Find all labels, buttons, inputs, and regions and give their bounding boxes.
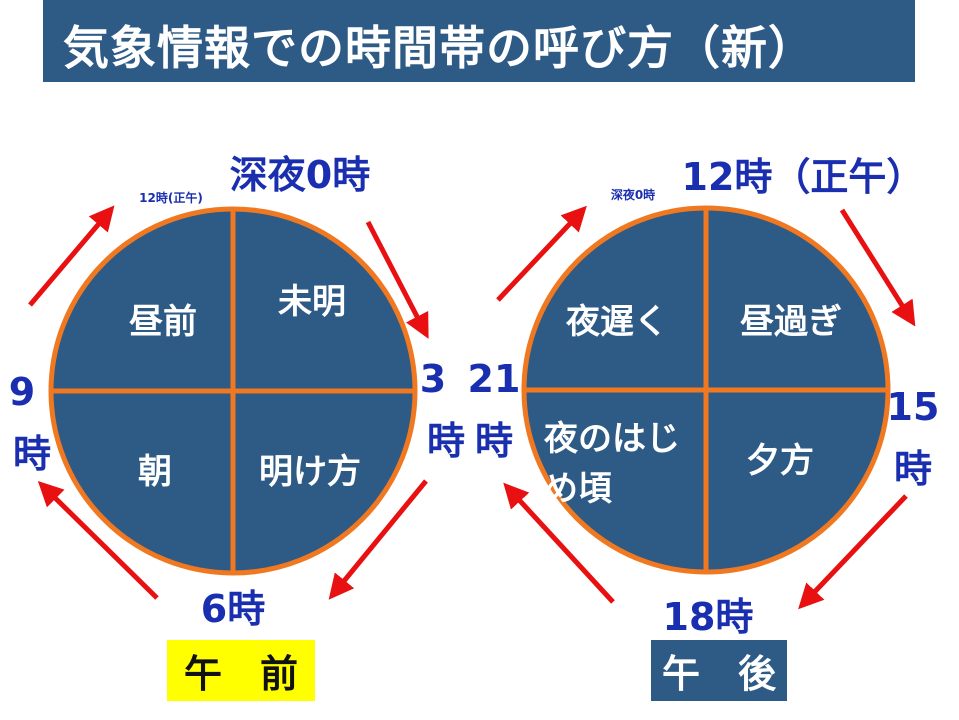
pm-label-15-unit: 時 bbox=[894, 447, 932, 491]
pm-label-18: 18時 bbox=[663, 595, 754, 639]
pm-clock: 昼過ぎ 夜遅く 夜のはじ め頃 夕方 12時（正午） 深夜0時 15 時 18時… bbox=[468, 155, 940, 639]
am-segment-mimei: 未明 bbox=[278, 282, 346, 322]
am-clock: 未明 昼前 朝 明け方 深夜0時 12時(正午) 3 時 6時 9 時 bbox=[9, 153, 465, 631]
pm-arrow-12-to-15 bbox=[839, 208, 916, 327]
pm-badge: 午 後 bbox=[651, 640, 787, 701]
page-title: 気象情報での時間帯の呼び方（新） bbox=[63, 21, 815, 75]
pm-segment-yugata: 夕方 bbox=[746, 441, 814, 481]
am-label-12-small: 12時(正午) bbox=[139, 190, 203, 205]
pm-segment-hirusugi: 昼過ぎ bbox=[740, 302, 842, 342]
am-arrow-0-to-3 bbox=[365, 220, 429, 339]
pm-label-12: 12時（正午） bbox=[682, 155, 925, 199]
pm-arrow-15-to-18 bbox=[798, 494, 908, 610]
am-label-3-num: 3 bbox=[420, 357, 446, 401]
title-bar: 気象情報での時間帯の呼び方（新） bbox=[43, 0, 915, 82]
am-label-9-unit: 時 bbox=[13, 432, 51, 476]
pm-label-15-num: 15 bbox=[887, 385, 940, 429]
am-arrow-3-to-6 bbox=[328, 479, 428, 600]
am-label-6: 6時 bbox=[201, 587, 265, 631]
pm-arrow-21-to-24 bbox=[496, 205, 587, 302]
am-label-3-unit: 時 bbox=[427, 419, 465, 463]
pm-segment-yorunohajime-line1: 夜のはじ bbox=[543, 419, 680, 459]
pm-segment-yoruosoku: 夜遅く bbox=[565, 302, 668, 342]
am-segment-asa: 朝 bbox=[138, 452, 172, 492]
am-badge: 午 前 bbox=[167, 640, 315, 701]
pm-arrow-18-to-21 bbox=[503, 482, 615, 604]
am-label-0: 深夜0時 bbox=[230, 153, 370, 197]
pm-label-21-unit: 時 bbox=[475, 419, 513, 463]
am-arrow-6-to-9 bbox=[37, 480, 159, 600]
pm-label-21-num: 21 bbox=[468, 357, 521, 401]
am-arrow-9-to-12 bbox=[28, 205, 115, 307]
pm-label-0-small: 深夜0時 bbox=[611, 187, 655, 202]
am-label-9-num: 9 bbox=[9, 370, 35, 414]
am-segment-akegata: 明け方 bbox=[259, 452, 361, 492]
pm-segment-yorunohajime-line2: め頃 bbox=[544, 469, 612, 509]
am-segment-hirumae: 昼前 bbox=[129, 302, 197, 342]
